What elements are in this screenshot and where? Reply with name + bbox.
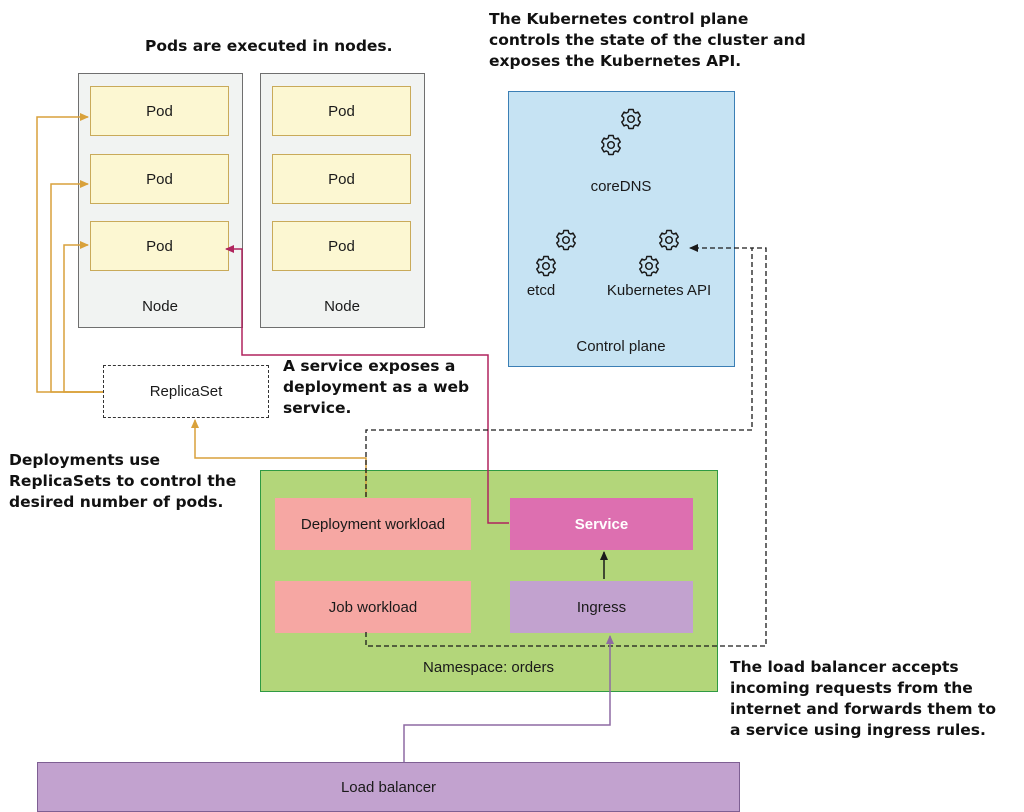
node-2: Pod Pod Pod Node bbox=[260, 73, 425, 328]
note-line: desired number of pods. bbox=[9, 493, 224, 511]
job-workload: Job workload bbox=[275, 581, 471, 633]
pod: Pod bbox=[90, 221, 229, 271]
load-balancer-note: The load balancer accepts incoming reque… bbox=[730, 657, 996, 741]
deployment-workload: Deployment workload bbox=[275, 498, 471, 550]
note-line: internet and forwards them to bbox=[730, 700, 996, 718]
load-balancer: Load balancer bbox=[37, 762, 740, 812]
gear-icon bbox=[639, 255, 659, 277]
ingress-box: Ingress bbox=[510, 581, 693, 633]
node-1: Pod Pod Pod Node bbox=[78, 73, 243, 328]
control-plane: coreDNS etcd Kubernetes API Control plan… bbox=[508, 91, 735, 367]
note-line: The load balancer accepts bbox=[730, 658, 959, 676]
node-label: Node bbox=[324, 298, 360, 315]
gear-icon bbox=[556, 229, 576, 251]
service-note: A service exposes a deployment as a web … bbox=[283, 356, 469, 419]
namespace-orders: Deployment workload Service Job workload… bbox=[260, 470, 718, 692]
gear-icon bbox=[536, 255, 556, 277]
pods-in-nodes-note: Pods are executed in nodes. bbox=[145, 36, 393, 57]
note-line: deployment as a web bbox=[283, 378, 470, 396]
pod: Pod bbox=[272, 154, 411, 204]
service-to-pod-arrow bbox=[225, 245, 509, 524]
job-to-api-connector bbox=[365, 247, 767, 647]
replicaset-box: ReplicaSet bbox=[103, 365, 269, 418]
note-line: A service exposes a bbox=[283, 357, 456, 375]
replicaset-to-pod-arrow bbox=[36, 113, 103, 393]
gear-icon bbox=[621, 108, 641, 130]
note-line: Pods are executed in nodes. bbox=[145, 37, 393, 55]
service-box: Service bbox=[510, 498, 693, 550]
control-plane-label: Control plane bbox=[576, 338, 666, 355]
pod: Pod bbox=[90, 86, 229, 136]
gear-icon bbox=[601, 134, 621, 156]
namespace-label: Namespace: orders bbox=[423, 659, 554, 676]
control-plane-note: The Kubernetes control plane controls th… bbox=[489, 9, 806, 72]
pod: Pod bbox=[272, 221, 411, 271]
pod: Pod bbox=[272, 86, 411, 136]
note-line: service. bbox=[283, 399, 352, 417]
pod: Pod bbox=[90, 154, 229, 204]
workloads-to-api-arrow bbox=[365, 244, 753, 497]
note-line: ReplicaSets to control the bbox=[9, 472, 237, 490]
kubernetes-api-label: Kubernetes API bbox=[606, 282, 712, 299]
note-line: Deployments use bbox=[9, 451, 161, 469]
replicaset-to-pod-arrow bbox=[50, 180, 103, 393]
node-label: Node bbox=[142, 298, 178, 315]
note-line: exposes the Kubernetes API. bbox=[489, 52, 742, 70]
etcd-label: etcd bbox=[526, 282, 556, 299]
gear-icon bbox=[659, 229, 679, 251]
note-line: controls the state of the cluster and bbox=[489, 31, 806, 49]
note-line: incoming requests from the bbox=[730, 679, 973, 697]
deployments-note: Deployments use ReplicaSets to control t… bbox=[9, 450, 236, 513]
coredns-label: coreDNS bbox=[590, 178, 652, 195]
note-line: a service using ingress rules. bbox=[730, 721, 986, 739]
loadbalancer-to-ingress-arrow bbox=[403, 635, 614, 762]
note-line: The Kubernetes control plane bbox=[489, 10, 749, 28]
replicaset-to-pod-arrow bbox=[63, 241, 103, 393]
